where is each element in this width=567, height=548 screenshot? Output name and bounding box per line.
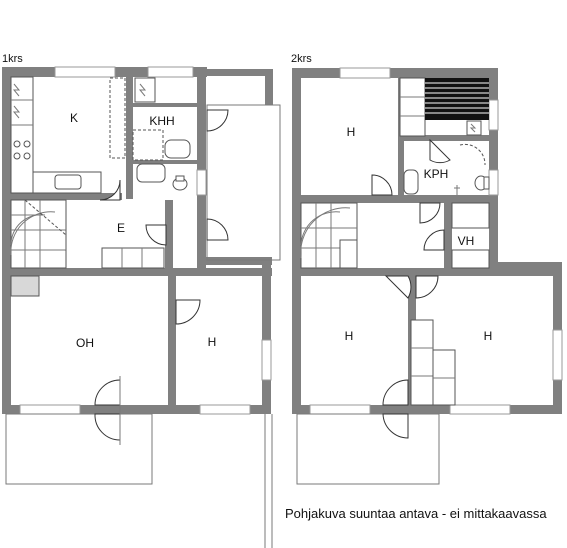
utility-room-fixtures bbox=[132, 77, 191, 191]
floor-1-label: 1krs bbox=[2, 53, 23, 65]
room-label-h-floor2-c: H bbox=[484, 329, 493, 343]
room-label-kph: KPH bbox=[424, 167, 449, 181]
floor-2: 2krs bbox=[291, 53, 563, 485]
floor-2-balcony bbox=[296, 413, 440, 485]
sauna-fixtures bbox=[399, 77, 489, 137]
floor-1-doors bbox=[94, 109, 229, 445]
kitchen-fixtures bbox=[10, 76, 126, 194]
room-label-e: E bbox=[117, 221, 125, 235]
hall-closets bbox=[101, 247, 165, 269]
bathroom-fixtures bbox=[403, 143, 490, 195]
floor-2-staircase bbox=[300, 202, 358, 269]
floor-1-terraces bbox=[5, 104, 281, 548]
floor-2-closets bbox=[410, 202, 490, 406]
room-label-vh: VH bbox=[458, 234, 475, 248]
floor-1: 1krs bbox=[2, 53, 281, 548]
room-label-khh: KHH bbox=[149, 114, 174, 128]
floor-2-label: 2krs bbox=[291, 53, 312, 65]
floor-2-doors bbox=[371, 138, 451, 439]
room-label-h-floor1: H bbox=[208, 335, 217, 349]
floor-1-staircase bbox=[10, 199, 67, 297]
room-label-k: K bbox=[70, 111, 78, 125]
room-label-h-floor2-a: H bbox=[347, 125, 356, 139]
plan-caption: Pohjakuva suuntaa antava - ei mittakaava… bbox=[285, 506, 547, 521]
room-label-oh: OH bbox=[76, 336, 94, 350]
floor-2-windows bbox=[309, 67, 563, 415]
floor-1-windows bbox=[19, 66, 272, 415]
room-label-h-floor2-b: H bbox=[345, 329, 354, 343]
